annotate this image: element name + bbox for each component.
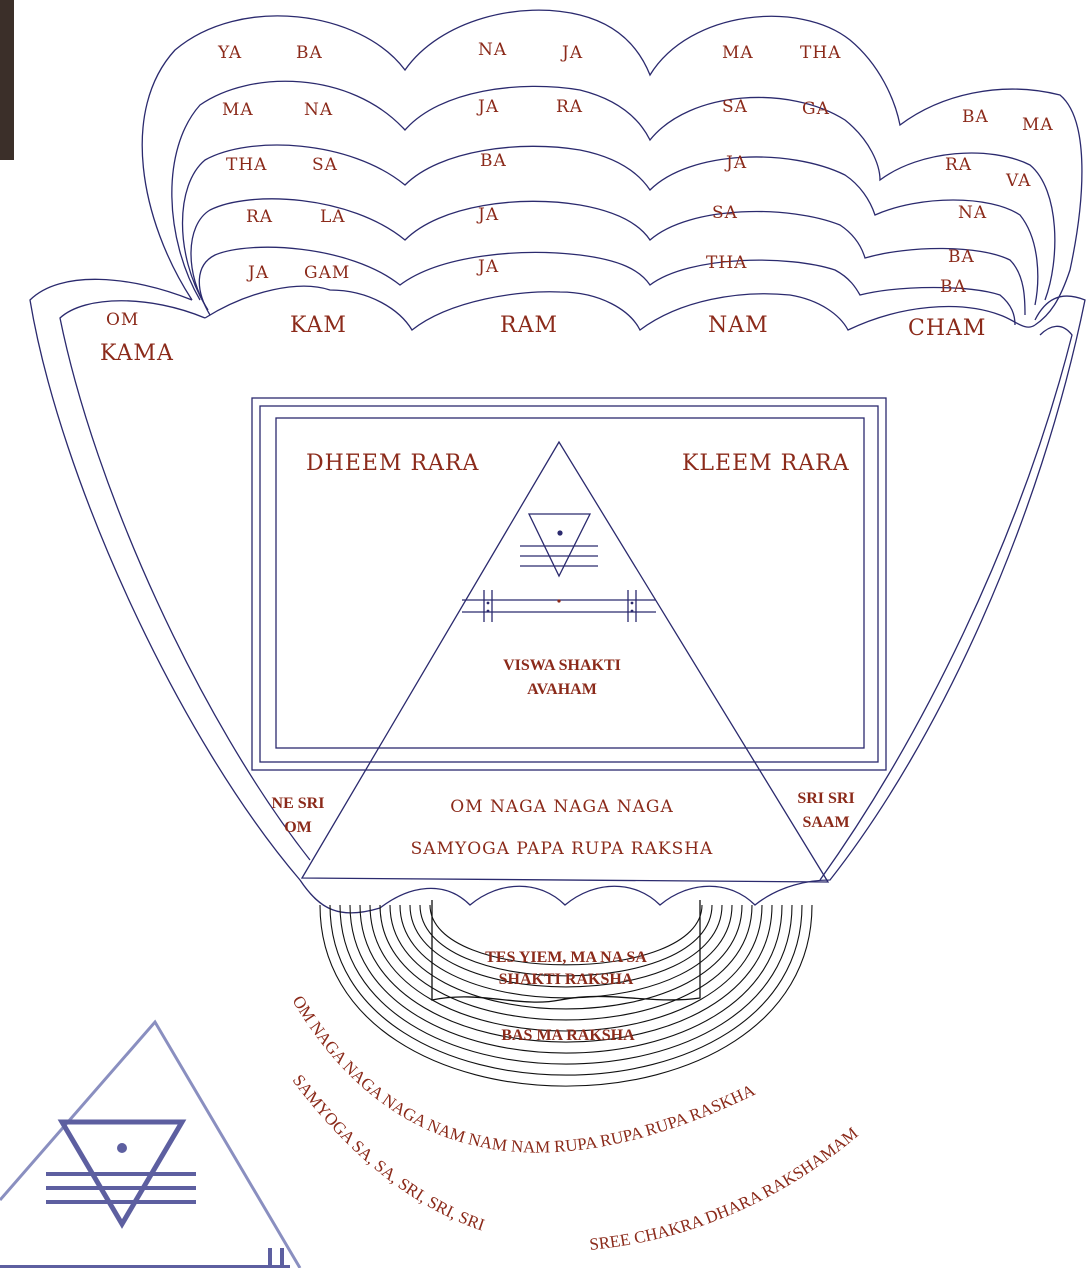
lotus-inner-outline (60, 301, 310, 860)
rim-label: KAM (290, 313, 347, 338)
lower-line-1: OM NAGA NAGA NAGA (450, 797, 674, 817)
petal-label: NA (304, 100, 333, 120)
gate-center-dot (557, 599, 560, 602)
banner-label: SHAKTI RAKSHA (499, 971, 634, 988)
corner-photo-fragment (0, 0, 14, 160)
bindu-dot (557, 530, 562, 535)
petal-label: JA (476, 97, 499, 117)
stem-ring (370, 905, 762, 1031)
petal-label: BA (948, 247, 975, 267)
petal-label: THA (226, 155, 267, 175)
rim-label: CHAM (908, 316, 986, 341)
petal-label: THA (706, 253, 747, 273)
petal-label: JA (476, 257, 499, 277)
lotus-outer-outline (30, 279, 1085, 913)
stem-ring (330, 905, 802, 1075)
petal-label: VA (1005, 171, 1031, 191)
petal-label: JA (246, 263, 269, 283)
petal-label: SA (712, 203, 738, 223)
gate-dot (487, 610, 490, 613)
rim-label-om: OM (106, 310, 139, 330)
petal-label: GA (802, 99, 830, 119)
bindu-triangle (529, 514, 590, 576)
lower-left-label: OM (284, 819, 312, 836)
petal-label: RA (556, 97, 583, 117)
petal-label: LA (320, 207, 346, 227)
petal-label: JA (724, 153, 747, 173)
rim-label-kama: KAMA (100, 341, 174, 366)
petal-label: BA (962, 107, 989, 127)
petal-label: MA (722, 43, 754, 63)
banner-label: TES YIEM, MA NA SA (485, 949, 647, 966)
gate-dot (631, 610, 634, 613)
petal-label: BA (296, 43, 323, 63)
petal-label: GAM (304, 263, 350, 283)
center-label: AVAHAM (527, 681, 597, 698)
petal-label: SA (722, 97, 748, 117)
petal-label: RA (246, 207, 273, 227)
gate-dot (631, 602, 634, 605)
zoom-inset (0, 1020, 300, 1268)
petal-label: NA (478, 40, 507, 60)
gate-dot (487, 602, 490, 605)
line-art (30, 10, 1085, 1086)
petal-label: SA (312, 155, 338, 175)
stem-rings (320, 905, 812, 1086)
petal-label: MA (1022, 115, 1054, 135)
petal-label: NA (958, 203, 987, 223)
stem-bottom-label: BAS MA RAKSHA (501, 1027, 635, 1044)
lower-line-2: SAMYOGA PAPA RUPA RAKSHA (411, 839, 714, 859)
petal-label: BA (480, 151, 507, 171)
square-label-right: KLEEM RARA (682, 451, 850, 476)
petal-label: BA (940, 277, 967, 297)
lower-left-label: NE SRI (272, 795, 325, 812)
petal-label: YA (217, 43, 242, 63)
lower-right-label: SRI SRI (797, 790, 854, 807)
center-label: VISWA SHAKTI (503, 657, 621, 674)
square-label-left: DHEEM RARA (306, 451, 479, 476)
lower-right-label: SAAM (802, 814, 849, 831)
petal-label: THA (800, 43, 841, 63)
petal-label: MA (222, 100, 254, 120)
petal-row-4 (191, 199, 1025, 315)
rim-label: NAM (708, 313, 769, 338)
rim-label: RAM (500, 313, 558, 338)
stem-ring (320, 905, 812, 1086)
petal-label: JA (560, 43, 583, 63)
petal-label: JA (476, 205, 499, 225)
petal-label: RA (945, 155, 972, 175)
